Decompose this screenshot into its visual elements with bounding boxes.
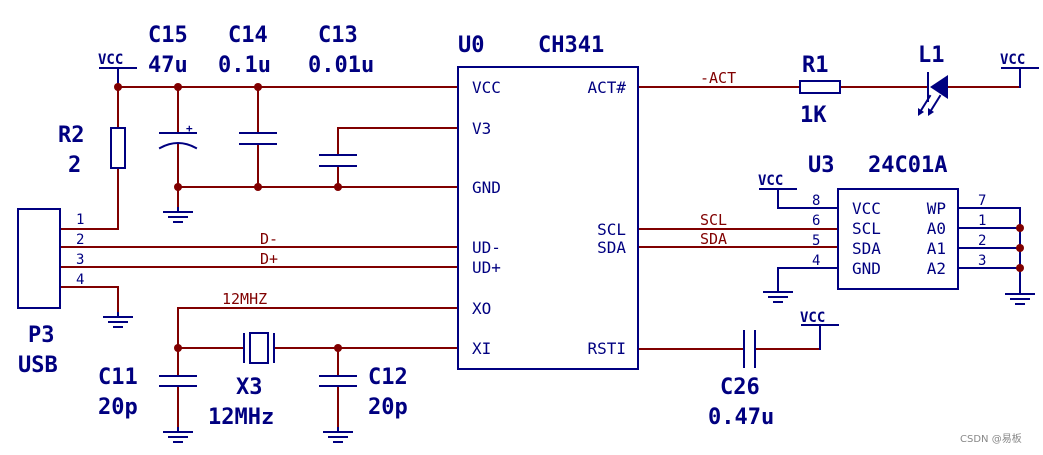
vcc-label-u3: VCC [758, 173, 783, 189]
u3-body [837, 188, 959, 290]
u3-pinnum-3: 3 [978, 253, 986, 269]
junction-dots [114, 83, 1024, 352]
ground-icon [103, 207, 1035, 443]
watermark: CSDN @易板 [960, 432, 1022, 445]
u3-pinnum-2: 2 [978, 233, 986, 249]
u3-pin-a2: A2 [927, 259, 946, 278]
c11-value: 20p [98, 395, 138, 420]
c26-value: 0.47u [708, 405, 774, 430]
net-sda: SDA [700, 230, 727, 248]
u0-pin-udm: UD- [472, 238, 501, 257]
u3-part: 24C01A [868, 153, 947, 178]
u0-pin-vcc: VCC [472, 78, 501, 97]
r2-ref: R2 [58, 123, 85, 148]
vcc-label-right: VCC [1000, 52, 1025, 68]
u3-pin-sda: SDA [852, 239, 881, 258]
u3-pinnum-4: 4 [812, 253, 820, 269]
net-12mhz: 12MHZ [222, 290, 267, 308]
symbol-strokes [17, 66, 1039, 387]
u0-pin-sda: SDA [597, 238, 626, 257]
net-d-minus: D- [260, 230, 278, 248]
x3-ref: X3 [236, 375, 263, 400]
u0-part: CH341 [538, 33, 604, 58]
c14-ref: C14 [228, 23, 268, 48]
u3-pin-a1: A1 [927, 239, 946, 258]
r1-ref: R1 [802, 53, 829, 78]
u3-pin-gnd: GND [852, 259, 881, 278]
u0-ref: U0 [458, 33, 485, 58]
c15-ref: C15 [148, 23, 188, 48]
net-d-plus: D+ [260, 250, 278, 268]
vcc-label-left: VCC [98, 52, 123, 68]
c12-value: 20p [368, 395, 408, 420]
r2-value: 2 [68, 153, 81, 178]
u3-pin-vcc: VCC [852, 199, 881, 218]
p3-ref: P3 [28, 323, 55, 348]
x3-symbol [249, 332, 269, 364]
u3-pinnum-1: 1 [978, 213, 986, 229]
u0-pin-xi: XI [472, 339, 491, 358]
p3-pinnum-3: 3 [76, 252, 84, 268]
u3-pinnum-5: 5 [812, 233, 820, 249]
u3-pin-wp: WP [927, 199, 946, 218]
x3-value: 12MHz [208, 405, 274, 430]
p3-pinnum-1: 1 [76, 212, 84, 228]
p3-value: USB [18, 353, 58, 378]
u0-body [457, 66, 639, 370]
vcc-label-c26: VCC [800, 310, 825, 326]
c15-value: 47u [148, 53, 188, 78]
net-act: -ACT [700, 69, 736, 87]
c15-plus-sign: + [186, 122, 193, 135]
u3-ref: U3 [808, 153, 835, 178]
u0-pin-xo: XO [472, 299, 491, 318]
u0-pin-scl: SCL [597, 220, 626, 239]
u3-pinnum-7: 7 [978, 193, 986, 209]
u3-pin-a0: A0 [927, 219, 946, 238]
r2-symbol [110, 127, 126, 169]
r1-symbol [799, 80, 841, 94]
l1-led-icon [930, 75, 948, 99]
p3-body [17, 208, 61, 309]
r1-value: 1K [800, 103, 827, 128]
u3-pin-scl: SCL [852, 219, 881, 238]
l1-ref: L1 [918, 43, 945, 68]
c11-ref: C11 [98, 365, 138, 390]
u0-pin-v3: V3 [472, 119, 491, 138]
u3-pinnum-8: 8 [812, 193, 820, 209]
c14-value: 0.1u [218, 53, 271, 78]
p3-pinnum-4: 4 [76, 272, 84, 288]
net-scl: SCL [700, 211, 727, 229]
u0-pin-udp: UD+ [472, 258, 501, 277]
u3-pinnum-6: 6 [812, 213, 820, 229]
wires [59, 86, 1021, 429]
c12-ref: C12 [368, 365, 408, 390]
u0-pin-act: ACT# [587, 78, 626, 97]
c13-ref: C13 [318, 23, 358, 48]
p3-pinnum-2: 2 [76, 232, 84, 248]
u0-pin-gnd: GND [472, 178, 501, 197]
c26-ref: C26 [720, 375, 760, 400]
u0-pin-rsti: RSTI [587, 339, 626, 358]
c13-value: 0.01u [308, 53, 374, 78]
